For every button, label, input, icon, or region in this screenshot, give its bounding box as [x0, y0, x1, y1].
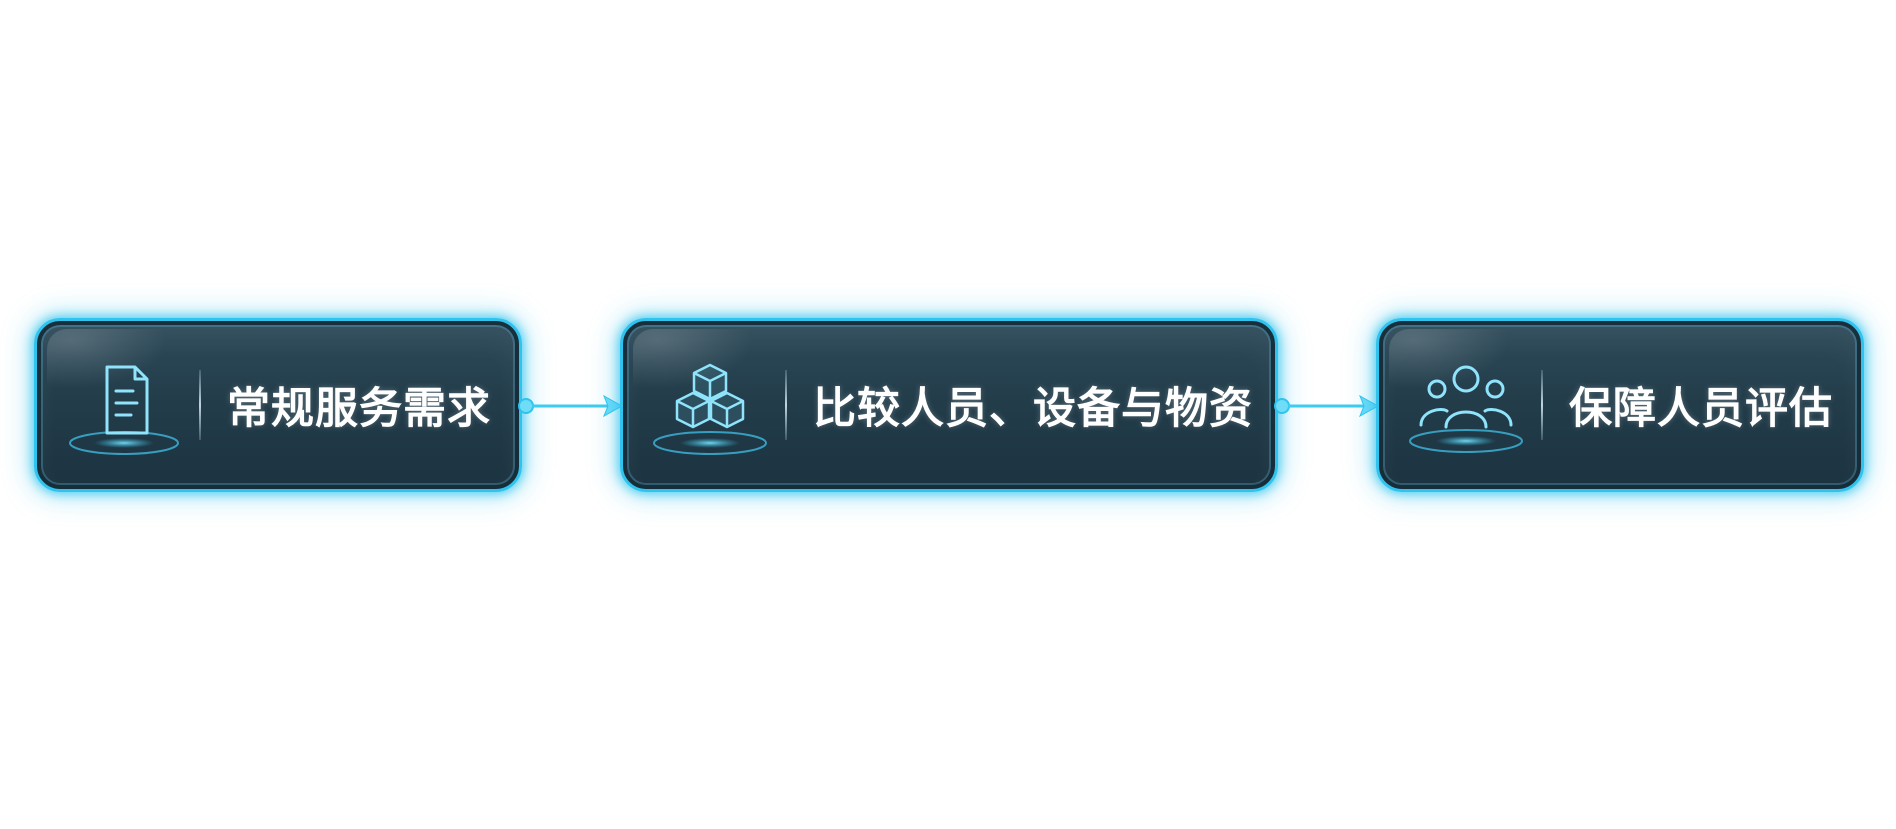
- divider: [1541, 370, 1543, 440]
- step-label: 保障人员评估: [1569, 384, 1833, 434]
- cubes-icon: [635, 345, 785, 465]
- step-box-compare-resources[interactable]: 比较人员、设备与物资: [620, 318, 1278, 492]
- people-icon: [1391, 345, 1541, 465]
- step-box-personnel-assessment[interactable]: 保障人员评估: [1376, 318, 1864, 492]
- step-label: 常规服务需求: [227, 384, 491, 434]
- divider: [785, 370, 787, 440]
- step-label: 比较人员、设备与物资: [813, 384, 1253, 434]
- step-box-service-demand[interactable]: 常规服务需求: [34, 318, 522, 492]
- divider: [199, 370, 201, 440]
- arrow-connector: [1274, 394, 1380, 418]
- document-icon: [49, 345, 199, 465]
- arrow-connector: [518, 394, 624, 418]
